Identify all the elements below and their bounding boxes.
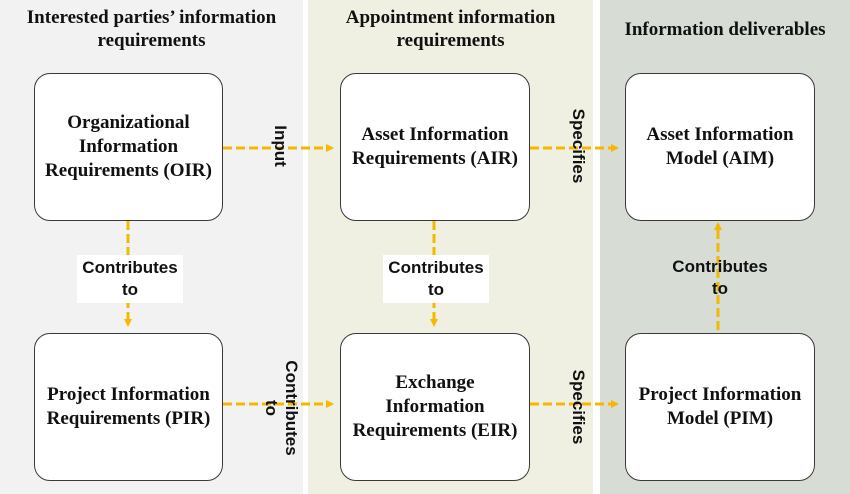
label-contributes-pim-aim-line2: to	[711, 279, 729, 298]
label-contributes-pim-aim-line1: Contributes	[672, 257, 768, 276]
box-pir: Project Information Requirements (PIR)	[34, 333, 223, 481]
box-eir: Exchange Information Requirements (EIR)	[340, 333, 530, 481]
label-contributes-pir-eir-text: Contributes to	[262, 360, 301, 456]
label-contributes-pim-aim: Contributes to	[667, 254, 773, 302]
label-input: Input	[271, 125, 290, 167]
box-oir: Organizational Information Requirements …	[34, 73, 223, 221]
box-pim: Project Information Model (PIM)	[625, 333, 815, 481]
label-contributes-pir-eir: Contributes to	[261, 358, 301, 458]
label-specifies-bottom: Specifies	[569, 369, 588, 445]
label-contributes-air-eir-line1: Contributes	[388, 258, 484, 277]
label-contributes-oir-pir-line1: Contributes	[82, 258, 178, 277]
label-contributes-air-eir: Contributes to	[383, 255, 489, 303]
box-aim: Asset Information Model (AIM)	[625, 73, 815, 221]
label-contributes-oir-pir: Contributes to	[77, 255, 183, 303]
column-title-appointment: Appointment information requirements	[345, 7, 556, 51]
label-contributes-oir-pir-line2: to	[121, 280, 139, 299]
box-air: Asset Information Requirements (AIR)	[340, 73, 530, 221]
label-specifies-top: Specifies	[569, 108, 588, 184]
label-contributes-air-eir-line2: to	[427, 280, 445, 299]
column-title-interested-parties: Interested parties’ information requirem…	[26, 7, 277, 51]
column-title-deliverables: Information deliverables	[624, 19, 826, 40]
